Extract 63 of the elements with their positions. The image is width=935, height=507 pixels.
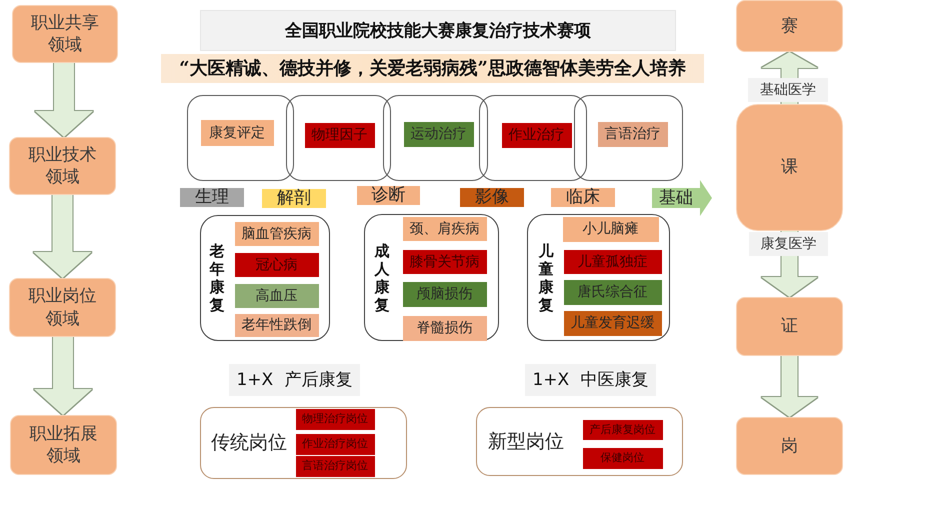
post-tag: 言语治疗岗位 (296, 456, 375, 477)
disease-tag: 脊髓损伤 (402, 316, 487, 341)
group-panel (200, 215, 330, 341)
process-box: 职业技术领域 (9, 137, 116, 195)
group-panel (364, 214, 499, 341)
course-tag: 作业治疗 (502, 122, 572, 148)
process-box: 课 (736, 104, 843, 231)
course-tag: 物理因子 (304, 122, 375, 148)
process-box: 证 (736, 297, 843, 356)
arrow (35, 63, 93, 137)
rounded-frame (574, 95, 683, 181)
title-heading: 全国职业院校技能大赛康复治疗技术赛项 (200, 10, 676, 51)
process-box: 赛 (736, 0, 843, 52)
group-panel (476, 407, 683, 476)
edge-label: 基础医学 (748, 78, 828, 102)
disease-tag: 颈、肩疾病 (402, 216, 487, 241)
post-tag: 产后康复岗位 (582, 420, 663, 440)
course-tag: 康复评定 (200, 120, 274, 146)
arrow (34, 195, 92, 278)
disease-tag: 唐氏综合征 (564, 280, 662, 305)
panel-title: 老年康复 (209, 242, 225, 314)
subject-tag: 临床 (551, 188, 615, 207)
rounded-frame (479, 95, 587, 181)
rounded-frame (286, 95, 391, 181)
certificate-tag: 1+X 产后康复 (229, 364, 360, 396)
disease-tag: 颅脑损伤 (402, 282, 487, 307)
arrow (762, 52, 818, 104)
rounded-frame (383, 95, 488, 181)
subject-tag: 生理 (180, 188, 244, 207)
disease-tag: 儿童孤独症 (564, 250, 662, 274)
disease-tag: 膝骨关节病 (402, 250, 487, 274)
panel-title: 儿童康复 (538, 242, 554, 314)
subject-tag: 影像 (460, 188, 524, 207)
arrow (34, 337, 92, 415)
process-box: 职业共享领域 (12, 5, 118, 63)
certificate-tag: 1+X 中医康复 (525, 364, 656, 396)
arrow (762, 231, 818, 297)
course-tag: 言语治疗 (598, 122, 668, 147)
edge-label: 康复医学 (749, 232, 828, 256)
post-tag: 作业治疗岗位 (296, 434, 375, 455)
disease-tag: 冠心病 (234, 252, 319, 277)
process-box: 职业拓展领域 (10, 415, 117, 475)
subject-tag: 解剖 (262, 189, 326, 208)
rounded-frame (187, 95, 294, 181)
panel-title: 传统岗位 (211, 430, 287, 456)
disease-tag: 儿童发育迟缓 (564, 310, 662, 336)
disease-tag: 脑血管疾病 (234, 222, 319, 246)
subject-tag: 诊断 (357, 186, 420, 205)
disease-tag: 老年性跌倒 (234, 314, 319, 337)
panel-title: 新型岗位 (488, 429, 564, 454)
slogan-banner: “大医精诚、德技并修，关爱老弱病残”思政德智体美劳全人培养 (161, 54, 704, 83)
process-box: 职业岗位领域 (9, 278, 116, 337)
arrow (762, 356, 818, 417)
disease-tag: 高血压 (234, 284, 319, 308)
post-tag: 物理治疗岗位 (296, 408, 375, 430)
process-box: 岗 (736, 417, 843, 475)
panel-title: 成人康复 (374, 242, 390, 314)
subject-tag: 基础 (652, 180, 712, 216)
group-panel (200, 407, 407, 479)
disease-tag: 小儿脑瘫 (562, 216, 659, 242)
course-tag: 运动治疗 (404, 122, 474, 147)
post-tag: 保健岗位 (582, 448, 663, 469)
group-panel (527, 214, 670, 341)
